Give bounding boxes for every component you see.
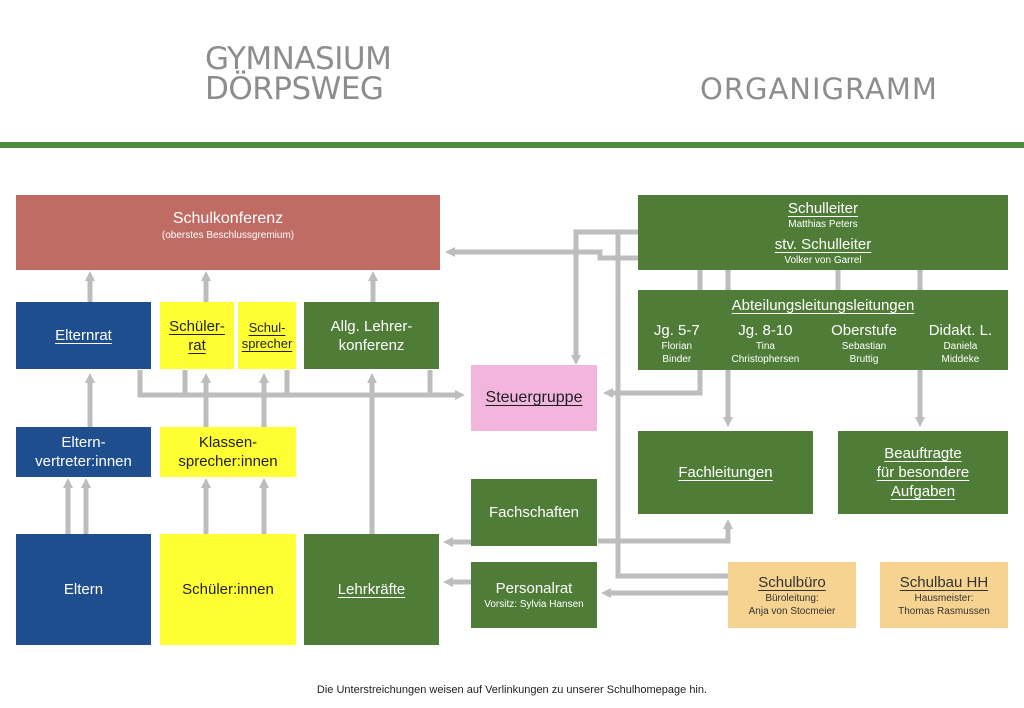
elternrat-box[interactable]: Elternrat	[16, 302, 151, 369]
fachschaften-box: Fachschaften	[471, 479, 597, 546]
personalrat-sub: Vorsitz: Sylvia Hansen	[484, 599, 584, 610]
schulbuero-box[interactable]: Schulbüro Büroleitung: Anja von Stocmeie…	[728, 562, 856, 628]
schulbau-box[interactable]: Schulbau HH Hausmeister: Thomas Rasmusse…	[880, 562, 1008, 628]
elternvertreter-line2: vertreter:innen	[35, 453, 132, 470]
abteilung-col-first: Tina	[755, 341, 775, 352]
abteilung-col-last: Middeke	[941, 354, 980, 365]
abteilung-col: Oberstufe Sebastian Bruttig	[831, 321, 897, 366]
elternvertreter-line1: Eltern-	[61, 434, 106, 451]
abteilung-col-label: Jg. 5-7	[653, 322, 700, 339]
elternrat-link[interactable]: Elternrat	[55, 327, 112, 344]
line-schulbuero-schulleitung	[615, 229, 728, 579]
lehrkraefte-link[interactable]: Lehrkräfte	[337, 581, 406, 598]
fachleitungen-link[interactable]: Fachleitungen	[678, 464, 773, 481]
schuelerrat-link-line1[interactable]: Schüler-	[169, 317, 225, 335]
fachleitungen-box[interactable]: Fachleitungen	[638, 431, 813, 514]
schueler-box: Schüler:innen	[160, 534, 296, 645]
schuelerrat-box[interactable]: Schüler- rat	[160, 302, 234, 369]
schulleiter-name: Matthias Peters	[788, 218, 858, 230]
arrow-abteilung-steuergruppe	[603, 370, 703, 398]
abteilung-col-first: Sebastian	[841, 341, 887, 352]
schulkonferenz-title: Schulkonferenz	[172, 210, 284, 227]
schuelerrat-link-line2[interactable]: rat	[188, 336, 206, 354]
personalrat-title: Personalrat	[495, 580, 573, 597]
abteilung-col-first: Daniela	[943, 341, 978, 352]
klassensprecher-line1: Klassen-	[198, 434, 258, 451]
steuergruppe-link[interactable]: Steuergruppe	[485, 389, 583, 406]
arrow-schulleiter-konferenz	[445, 247, 638, 261]
elternvertreter-box: Eltern- vertreter:innen	[16, 427, 151, 477]
schulkonferenz-subtitle: (oberstes Beschlussgremium)	[161, 230, 295, 241]
lehrkraefte-box[interactable]: Lehrkräfte	[304, 534, 439, 645]
footer-note: Die Unterstreichungen weisen auf Verlink…	[316, 684, 708, 696]
arrow-row2-steuergruppe	[137, 370, 465, 400]
beauftragte-box[interactable]: Beauftragte für besondere Aufgaben	[838, 431, 1008, 514]
eltern-label: Eltern	[63, 581, 104, 598]
abteilung-col-label: Jg. 8-10	[738, 322, 793, 339]
schulsprecher-link-line2[interactable]: sprecher	[241, 335, 293, 351]
abteilung-col: Didakt. L. Daniela Middeke	[929, 321, 992, 366]
abteilung-col: Jg. 5-7 Florian Binder	[654, 321, 700, 366]
lehrerkonferenz-box: Allg. Lehrer- konferenz	[304, 302, 439, 369]
schulbuero-name: Anja von Stocmeier	[748, 605, 836, 617]
schulleiter-link[interactable]: Schulleiter	[787, 199, 859, 217]
abteilung-col-last: Binder	[662, 354, 692, 365]
logo-line-2: DÖRPSWEG	[205, 71, 384, 107]
logo-line-1: GYMNASIUM	[205, 41, 392, 77]
klassensprecher-line2: sprecher:innen	[178, 453, 278, 470]
abteilung-col-label: Oberstufe	[831, 322, 897, 339]
fachschaften-label: Fachschaften	[488, 504, 580, 521]
klassensprecher-box: Klassen- sprecher:innen	[160, 427, 296, 477]
stv-schulleiter-link[interactable]: stv. Schulleiter	[774, 235, 872, 253]
header-divider	[0, 142, 1024, 148]
personalrat-box: Personalrat Vorsitz: Sylvia Hansen	[471, 562, 597, 628]
schueler-label: Schüler:innen	[182, 581, 274, 598]
stv-schulleiter-name: Volker von Garrel	[784, 254, 862, 266]
schulbuero-link[interactable]: Schulbüro	[758, 573, 826, 591]
schulsprecher-link-line1[interactable]: Schul-	[248, 319, 286, 335]
lehrerkonferenz-line2: konferenz	[338, 336, 405, 354]
schulleitung-box[interactable]: Schulleiter Matthias Peters stv. Schulle…	[638, 195, 1008, 270]
abteilung-link[interactable]: Abteilungsleitungsleitungen	[731, 297, 915, 314]
schulbau-name: Thomas Rasmussen	[898, 605, 990, 617]
eltern-box: Eltern	[16, 534, 151, 645]
abteilung-col: Jg. 8-10 Tina Christophersen	[732, 321, 800, 366]
beauftragte-link-line3[interactable]: Aufgaben	[890, 483, 956, 500]
abteilung-col-last: Bruttig	[849, 354, 879, 365]
schulbau-link[interactable]: Schulbau HH	[899, 573, 989, 591]
arrow-fachschaften-fachleitungen	[598, 519, 733, 544]
abteilung-col-last: Christophersen	[731, 354, 800, 365]
schulsprecher-box[interactable]: Schul- sprecher	[238, 302, 296, 369]
schulbuero-role: Büroleitung:	[765, 592, 819, 604]
lehrerkonferenz-line1: Allg. Lehrer-	[330, 317, 413, 335]
beauftragte-link-line2[interactable]: für besondere	[876, 464, 970, 481]
school-logo: GYMNASIUM DÖRPSWEG	[205, 41, 405, 107]
page-title: ORGANIGRAMM	[700, 72, 938, 106]
abteilung-col-label: Didakt. L.	[928, 322, 993, 339]
steuergruppe-box[interactable]: Steuergruppe	[471, 365, 597, 431]
schulkonferenz-box: Schulkonferenz (oberstes Beschlussgremiu…	[16, 195, 440, 270]
abteilung-col-first: Florian	[661, 341, 693, 352]
abteilung-box[interactable]: Abteilungsleitungsleitungen Jg. 5-7 Flor…	[638, 290, 1008, 370]
beauftragte-link-line1[interactable]: Beauftragte	[884, 445, 962, 462]
abteilung-columns: Jg. 5-7 Florian Binder Jg. 8-10 Tina Chr…	[638, 321, 1008, 366]
schulbau-role: Hausmeister:	[914, 592, 974, 604]
